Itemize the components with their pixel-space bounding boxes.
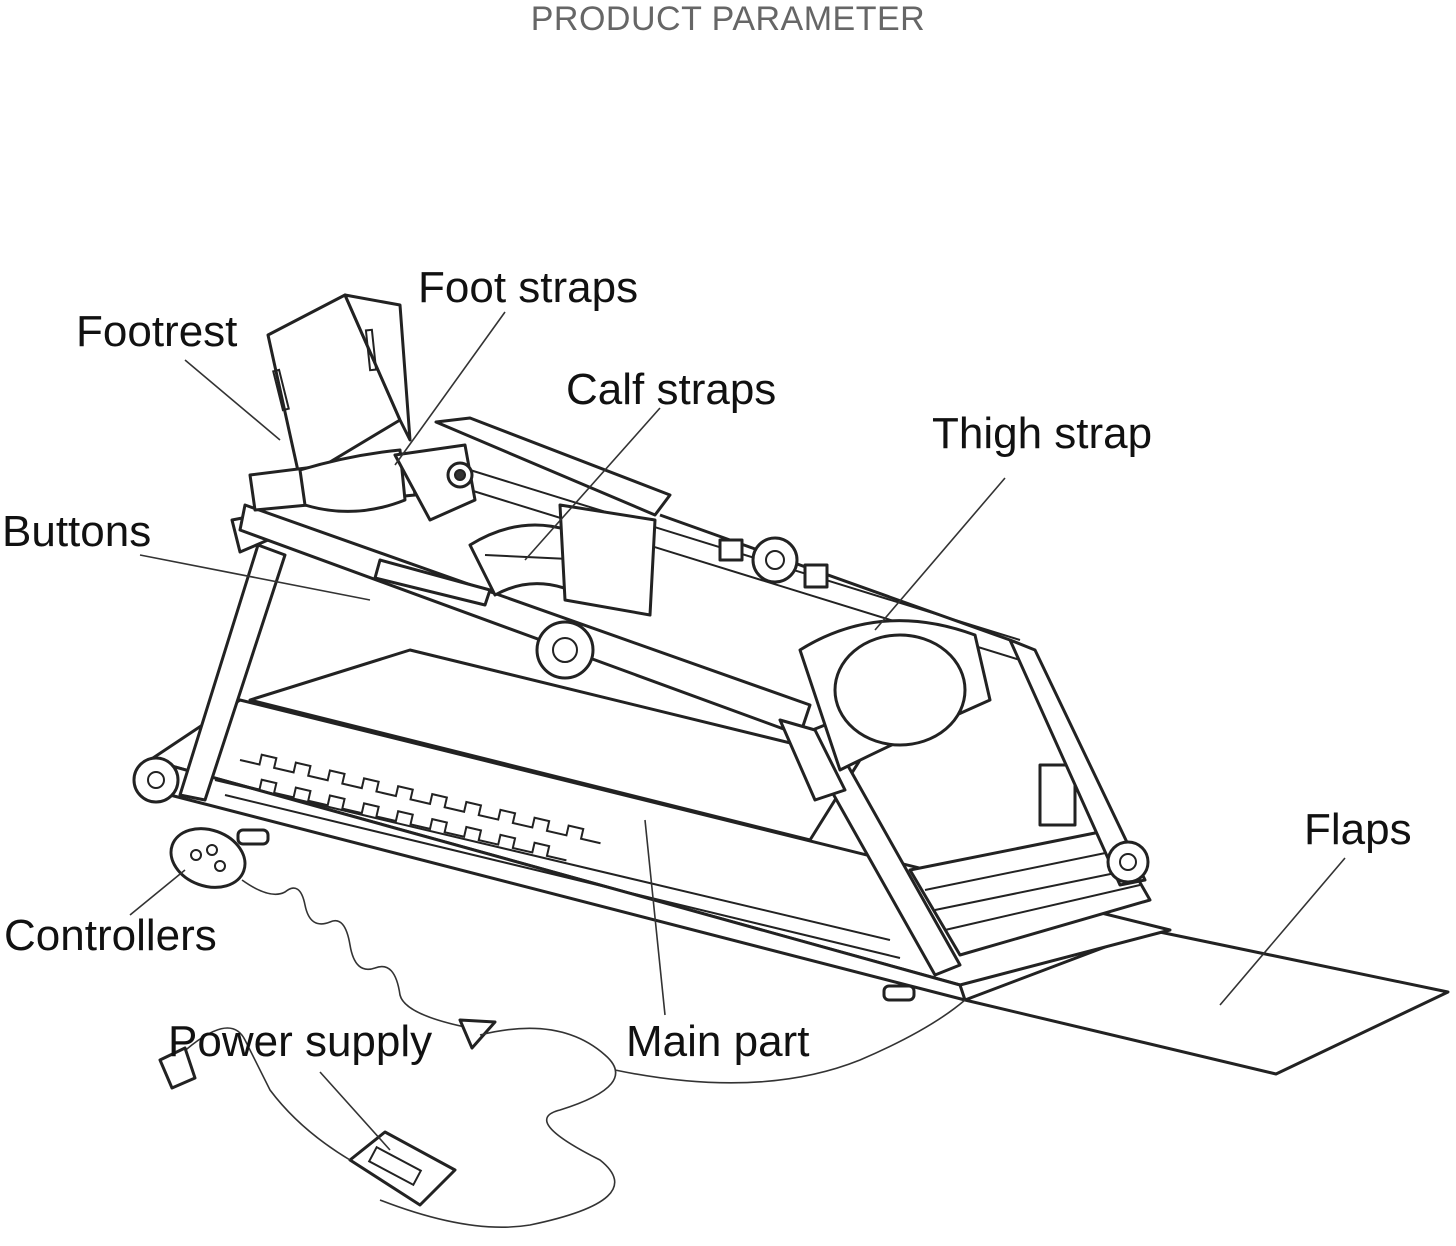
- page-title: PRODUCT PARAMETER: [530, 0, 926, 38]
- footrest: [248, 293, 417, 513]
- thigh-strap: [798, 619, 992, 772]
- callout-buttons: Buttons: [2, 507, 152, 556]
- callout-controllers: Controllers: [4, 911, 217, 960]
- callout-power-supply: Power supply: [168, 1017, 433, 1066]
- main-base: [148, 648, 1172, 1002]
- right-wheel: [1106, 840, 1150, 884]
- callout-calf-straps: Calf straps: [566, 365, 777, 414]
- callout-footrest: Footrest: [76, 307, 238, 356]
- leader-lines: [129, 311, 1346, 1151]
- callout-flaps: Flaps: [1304, 805, 1412, 854]
- left-wheel: [132, 756, 180, 804]
- thigh-frame: [778, 718, 962, 977]
- foot-strap-plate: [393, 443, 477, 522]
- power-adapter: [158, 1027, 457, 1207]
- calf-strap-cradle: [468, 503, 657, 617]
- cable-junction: [379, 999, 966, 1229]
- hand-controller: [169, 827, 471, 1029]
- carriage-block: [908, 763, 1152, 957]
- callout-foot-straps: Foot straps: [418, 263, 639, 312]
- upper-rod: [659, 513, 1011, 642]
- callout-main-part: Main part: [626, 1017, 810, 1066]
- callout-thigh-strap: Thigh strap: [932, 409, 1153, 458]
